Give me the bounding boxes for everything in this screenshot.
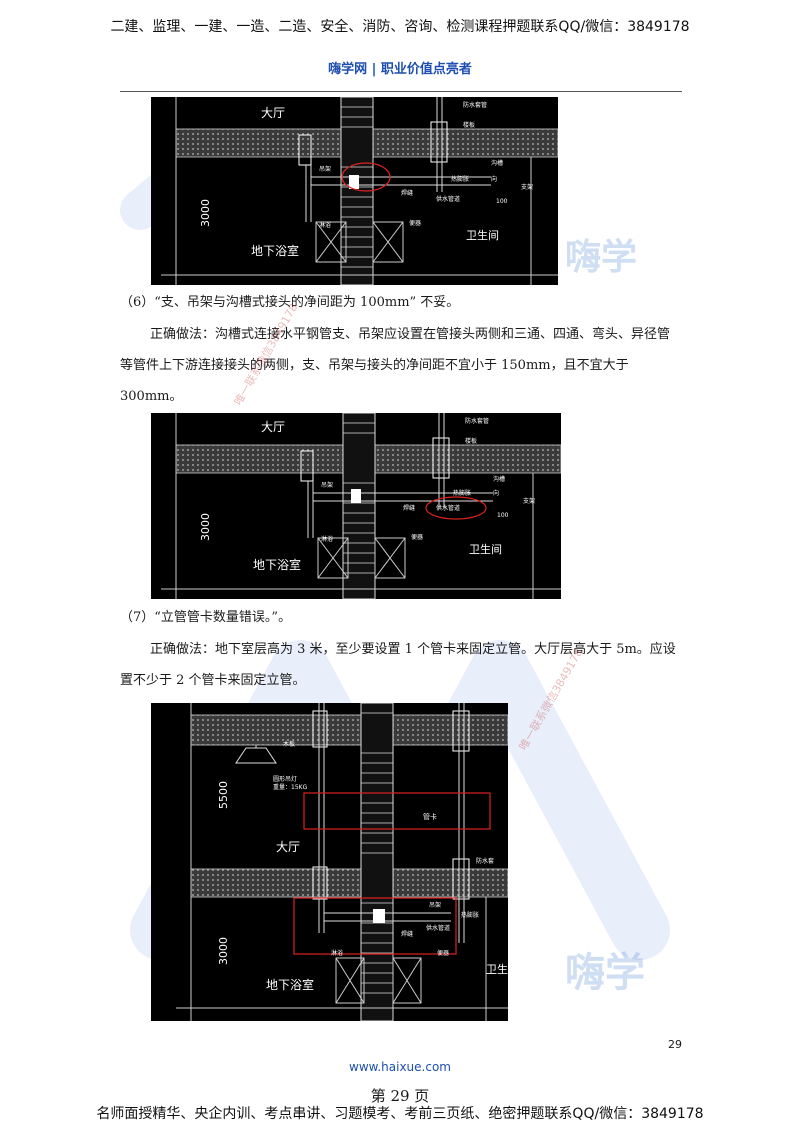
- fig1-label-4: 热膨胀: [451, 175, 469, 183]
- fig1-label-11: 便器: [409, 219, 421, 227]
- fig3-label-5: 吊架: [429, 901, 441, 909]
- fig2-label-4: 热膨胀: [453, 489, 471, 497]
- fig3-label-0: 木板: [283, 740, 295, 748]
- fig3-label-4: 防水套: [476, 857, 494, 865]
- fig3-label-9: 淋浴: [331, 949, 343, 957]
- page-number: 29: [668, 1038, 682, 1051]
- site-url: www.haixue.com: [349, 1060, 451, 1074]
- fig2-hall-label: 大厅: [261, 420, 285, 434]
- fig3-hall-label: 大厅: [276, 840, 300, 854]
- fig2-label-9: 焊缝: [403, 504, 415, 512]
- fig3-label-2: 重量：15KG: [273, 783, 308, 791]
- fig2-label-11: 便器: [411, 533, 423, 541]
- fig1-label-10: 淋浴: [319, 221, 331, 229]
- fig2-label-3: 沟槽: [493, 475, 505, 483]
- header-divider: [120, 91, 682, 92]
- fig3-label-6: 热膨胀: [461, 911, 479, 919]
- fig2-label-8: 100: [497, 512, 509, 519]
- fig1-toilet-label: 卫生间: [466, 228, 499, 242]
- fig1-height-label: 3000: [199, 199, 212, 227]
- fig1-basement-label: 地下浴室: [251, 243, 299, 258]
- paragraph-6-correction: 正确做法：沟槽式连接水平钢管支、吊架应设置在管接头两侧和三通、四通、弯头、异径管…: [120, 327, 671, 404]
- fig3-height-top-label: 5500: [217, 781, 230, 809]
- site-subtitle: 嗨学网 | 职业价值点亮者: [328, 62, 472, 77]
- fig2-label-1: 楼板: [465, 437, 477, 445]
- fig2-label-5: 向: [493, 489, 499, 497]
- fig1-label-7: 支架: [521, 183, 533, 191]
- fig1-label-8: 100: [496, 198, 508, 205]
- fig2-label-7: 支架: [523, 497, 535, 505]
- figure-3: 大厅 地下浴室 卫生 5500 3000 木板 圆形吊灯 重量：15KG 管卡 …: [151, 703, 508, 1021]
- fig2-toilet-label: 卫生间: [469, 542, 502, 556]
- figure-2: 大厅 地下浴室 卫生间 3000 防水套管 楼板 吊架 沟槽 热膨胀 向 供水管…: [151, 413, 561, 599]
- fig2-label-10: 淋浴: [321, 535, 333, 543]
- fig3-label-10: 便器: [437, 949, 449, 957]
- fig3-toilet-label: 卫生: [486, 962, 508, 976]
- fig3-basement-label: 地下浴室: [266, 977, 314, 992]
- fig1-hall-label: 大厅: [261, 106, 285, 120]
- watermark-brand-2: 嗨学: [565, 950, 645, 996]
- fig1-label-3: 沟槽: [491, 159, 503, 167]
- fig3-label-1: 圆形吊灯: [273, 775, 297, 783]
- fig1-label-2: 吊架: [319, 165, 331, 173]
- fig3-label-7: 焊缝: [401, 930, 413, 938]
- fig2-label-2: 吊架: [321, 481, 333, 489]
- fig1-label-5: 向: [491, 175, 497, 183]
- top-banner: 二建、监理、一建、一造、二造、安全、消防、咨询、检测课程押题联系QQ/微信：38…: [110, 19, 690, 35]
- fig3-height-bottom-label: 3000: [217, 937, 230, 965]
- fig1-label-0: 防水套管: [463, 101, 487, 109]
- fig1-label-1: 楼板: [463, 121, 475, 129]
- paragraph-7-correction: 正确做法：地下室层高为 3 米，至少要设置 1 个管卡来固定立管。大厅层高大于 …: [120, 642, 676, 688]
- bottom-banner: 名师面授精华、央企内训、考点串讲、习题模考、考前三页纸、绝密押题联系QQ/微信：…: [96, 1106, 704, 1122]
- fig3-label-3: 管卡: [423, 812, 437, 821]
- fig2-label-0: 防水套管: [465, 417, 489, 425]
- fig2-label-6: 供水管道: [436, 504, 460, 512]
- fig2-height-label: 3000: [199, 513, 212, 541]
- paragraph-6-heading: （6）“支、吊架与沟槽式接头的净间距为 100mm” 不妥。: [120, 295, 460, 310]
- paragraph-7-heading: （7）“立管管卡数量错误。”。: [120, 610, 292, 625]
- fig1-label-6: 供水管道: [436, 195, 460, 203]
- page-label: 第 29 页: [370, 1087, 430, 1105]
- fig2-basement-label: 地下浴室: [253, 557, 301, 572]
- fig1-label-9: 焊缝: [401, 189, 413, 197]
- figure-1: 大厅 地下浴室 卫生间 3000 防水套管 楼板 吊架 沟槽 热膨胀 向 供水管…: [151, 97, 558, 285]
- fig3-label-8: 供水管道: [426, 924, 450, 932]
- watermark-brand-1: 嗨学: [565, 237, 638, 278]
